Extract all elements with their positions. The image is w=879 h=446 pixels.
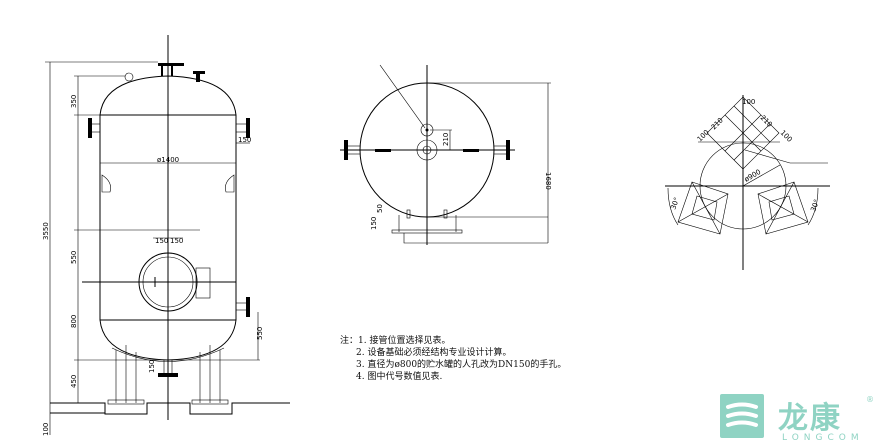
- dim-base: 100: [42, 423, 50, 436]
- notes-prefix: 注：: [340, 336, 359, 346]
- dim-diameter: ø1400: [157, 156, 179, 164]
- dim-side-nozzle: 550: [256, 327, 264, 340]
- dim-bottom-nozzle: 150: [148, 360, 156, 373]
- top-view: 1680 210 50 150: [340, 64, 552, 245]
- note-2: 2. 设备基础必须经结构专业设计计算。: [356, 348, 512, 358]
- dim-support-a: 100: [742, 98, 755, 106]
- dim-top-head: 350: [70, 95, 78, 108]
- dim-overall-height: 3550: [42, 222, 50, 240]
- angle-right: 30°: [809, 198, 821, 212]
- notes: 注：1. 接管位置选择见表。 2. 设备基础必须经结构专业设计计算。 3. 直径…: [340, 335, 566, 383]
- dim-nozzle-offset: 150: [238, 136, 251, 144]
- dim-top-nozzle-offset: 210: [442, 133, 450, 146]
- dim-support-b: 210: [710, 116, 725, 131]
- note-1: 1. 接管位置选择见表。: [358, 336, 451, 346]
- logo-english: LONGCOM: [782, 433, 864, 443]
- front-dimensions: 3550 350 550 800 450 100 150 550 150 150…: [42, 95, 264, 436]
- support-view: 100 210 210 100 100 ø900 30° 30°: [665, 95, 830, 270]
- dim-support-e: 100: [779, 129, 794, 144]
- note-3: 3. 直径为ø800的贮水罐的人孔改为DN150的手孔。: [356, 360, 567, 370]
- dim-sensor-right: 150: [170, 237, 183, 245]
- dim-support-c: 210: [759, 114, 774, 129]
- dim-top-overall: 1680: [544, 172, 552, 190]
- brand-logo: 龙康 LONGCOM ®: [716, 391, 879, 446]
- logo-chinese: 龙康: [778, 401, 842, 436]
- front-view: [45, 35, 290, 435]
- dim-leg-height: 450: [70, 375, 78, 388]
- wave-logo-icon: [720, 394, 764, 438]
- dim-top-leg-a: 50: [376, 204, 384, 213]
- dim-support-d: 100: [696, 128, 711, 143]
- dim-top-leg-b: 150: [370, 217, 378, 230]
- angle-left: 30°: [669, 196, 681, 210]
- note-4: 4. 图中代号数值见表.: [356, 372, 443, 382]
- dim-sensor-left: 150: [155, 237, 168, 245]
- dim-manhole-offset: 550: [70, 251, 78, 264]
- registered-mark: ®: [866, 395, 874, 404]
- dim-support-diameter: ø900: [743, 168, 762, 184]
- dim-shell-lower: 800: [70, 315, 78, 328]
